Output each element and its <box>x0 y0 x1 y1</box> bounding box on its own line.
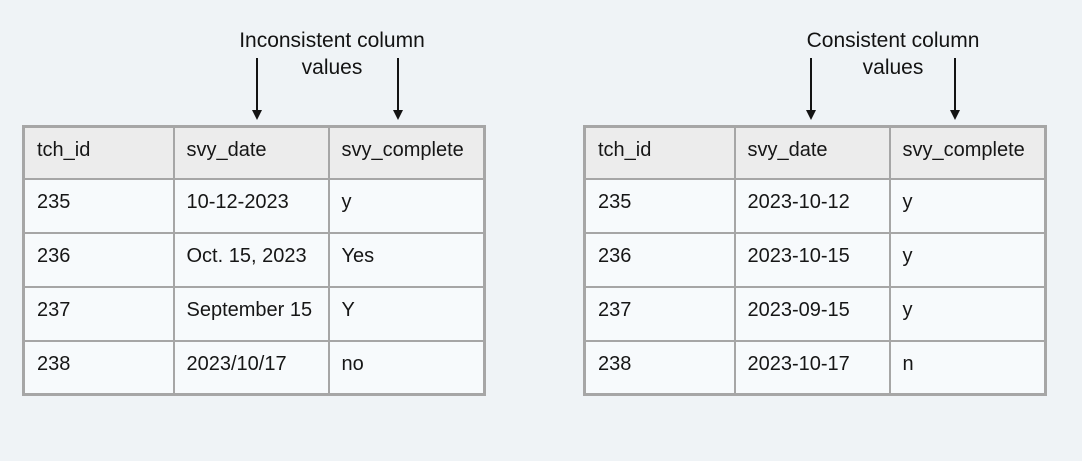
table-row: 235 10-12-2023 y <box>22 177 486 234</box>
header-cell-tch-id: tch_id <box>583 125 736 180</box>
cell-svy-complete: y <box>888 231 1047 288</box>
arrow-line <box>397 58 399 110</box>
cell-svy-complete: y <box>327 177 486 234</box>
down-arrow-icon <box>392 58 404 120</box>
cell-tch-id: 236 <box>22 231 175 288</box>
down-arrow-icon <box>805 58 817 120</box>
cell-tch-id: 238 <box>22 339 175 396</box>
arrow-head <box>950 110 960 120</box>
panel-inconsistent: Inconsistent column values tch_id svy_da… <box>22 0 486 461</box>
header-cell-svy-complete: svy_complete <box>888 125 1047 180</box>
header-cell-tch-id: tch_id <box>22 125 175 180</box>
cell-svy-date: 2023-09-15 <box>733 285 891 342</box>
cell-svy-complete: y <box>888 177 1047 234</box>
annotation-line1: Consistent column <box>806 29 980 52</box>
header-row: tch_id svy_date svy_complete <box>22 125 486 180</box>
cell-tch-id: 235 <box>22 177 175 234</box>
header-cell-svy-date: svy_date <box>733 125 891 180</box>
arrow-line <box>954 58 956 110</box>
table-consistent: tch_id svy_date svy_complete 235 2023-10… <box>583 125 1047 396</box>
cell-svy-complete: n <box>888 339 1047 396</box>
cell-svy-complete: Y <box>327 285 486 342</box>
down-arrow-icon <box>949 58 961 120</box>
table-row: 237 2023-09-15 y <box>583 285 1047 342</box>
cell-tch-id: 237 <box>583 285 736 342</box>
cell-tch-id: 238 <box>583 339 736 396</box>
cell-svy-date: 2023-10-12 <box>733 177 891 234</box>
header-row: tch_id svy_date svy_complete <box>583 125 1047 180</box>
cell-svy-date: Oct. 15, 2023 <box>172 231 330 288</box>
table-row: 235 2023-10-12 y <box>583 177 1047 234</box>
cell-tch-id: 237 <box>22 285 175 342</box>
cell-svy-date: September 15 <box>172 285 330 342</box>
arrow-head <box>806 110 816 120</box>
cell-svy-date: 2023-10-17 <box>733 339 891 396</box>
table-row: 236 Oct. 15, 2023 Yes <box>22 231 486 288</box>
cell-svy-date: 10-12-2023 <box>172 177 330 234</box>
cell-svy-complete: y <box>888 285 1047 342</box>
down-arrow-icon <box>251 58 263 120</box>
cell-svy-date: 2023/10/17 <box>172 339 330 396</box>
arrow-head <box>393 110 403 120</box>
arrow-line <box>810 58 812 110</box>
table-row: 238 2023/10/17 no <box>22 339 486 396</box>
header-cell-svy-date: svy_date <box>172 125 330 180</box>
arrow-line <box>256 58 258 110</box>
annotation-line2: values <box>862 56 924 79</box>
annotation-line1: Inconsistent column <box>239 29 425 52</box>
annotation-inconsistent: Inconsistent column values <box>152 27 512 81</box>
cell-tch-id: 235 <box>583 177 736 234</box>
header-cell-svy-complete: svy_complete <box>327 125 486 180</box>
arrow-head <box>252 110 262 120</box>
table-row: 237 September 15 Y <box>22 285 486 342</box>
annotation-line2: values <box>301 56 363 79</box>
panel-consistent: Consistent column values tch_id svy_date… <box>583 0 1047 461</box>
table-row: 238 2023-10-17 n <box>583 339 1047 396</box>
cell-tch-id: 236 <box>583 231 736 288</box>
table-inconsistent: tch_id svy_date svy_complete 235 10-12-2… <box>22 125 486 396</box>
cell-svy-complete: Yes <box>327 231 486 288</box>
cell-svy-date: 2023-10-15 <box>733 231 891 288</box>
cell-svy-complete: no <box>327 339 486 396</box>
annotation-consistent: Consistent column values <box>713 27 1073 81</box>
table-row: 236 2023-10-15 y <box>583 231 1047 288</box>
